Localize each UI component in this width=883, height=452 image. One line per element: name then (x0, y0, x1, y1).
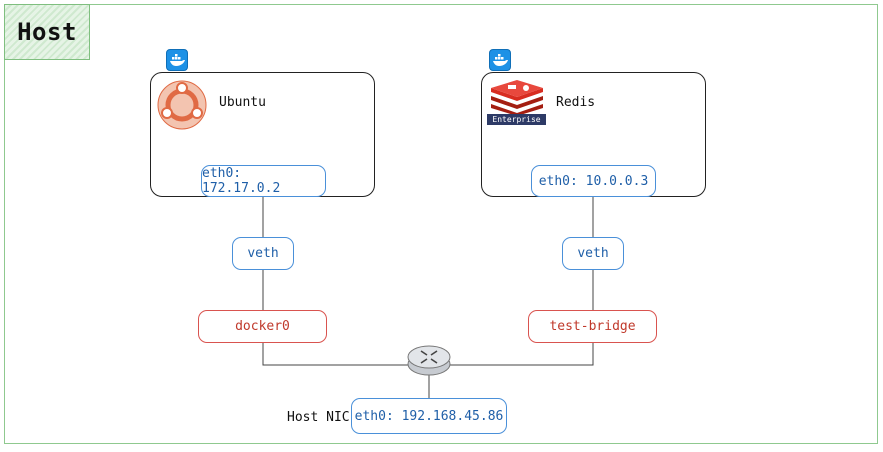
host-label-box: Host (4, 4, 90, 60)
test-bridge: test-bridge (528, 310, 657, 343)
host-title: Host (17, 18, 77, 46)
ubuntu-name: Ubuntu (219, 95, 266, 110)
docker-icon (489, 49, 511, 71)
redis-eth0: eth0: 10.0.0.3 (531, 165, 656, 197)
host-nic-eth0: eth0: 192.168.45.86 (351, 398, 507, 434)
redis-logo-icon (488, 80, 546, 124)
ubuntu-logo-icon (155, 80, 210, 131)
enterprise-badge: Enterprise (487, 114, 546, 125)
router-icon (407, 345, 451, 376)
ubuntu-eth0: eth0: 172.17.0.2 (201, 165, 326, 197)
host-frame (4, 4, 878, 444)
docker0-bridge: docker0 (198, 310, 327, 343)
redis-veth: veth (562, 237, 624, 270)
host-nic-label: Host NIC (287, 410, 350, 425)
redis-name: Redis (556, 95, 596, 110)
docker-icon (166, 49, 188, 71)
ubuntu-veth: veth (232, 237, 294, 270)
